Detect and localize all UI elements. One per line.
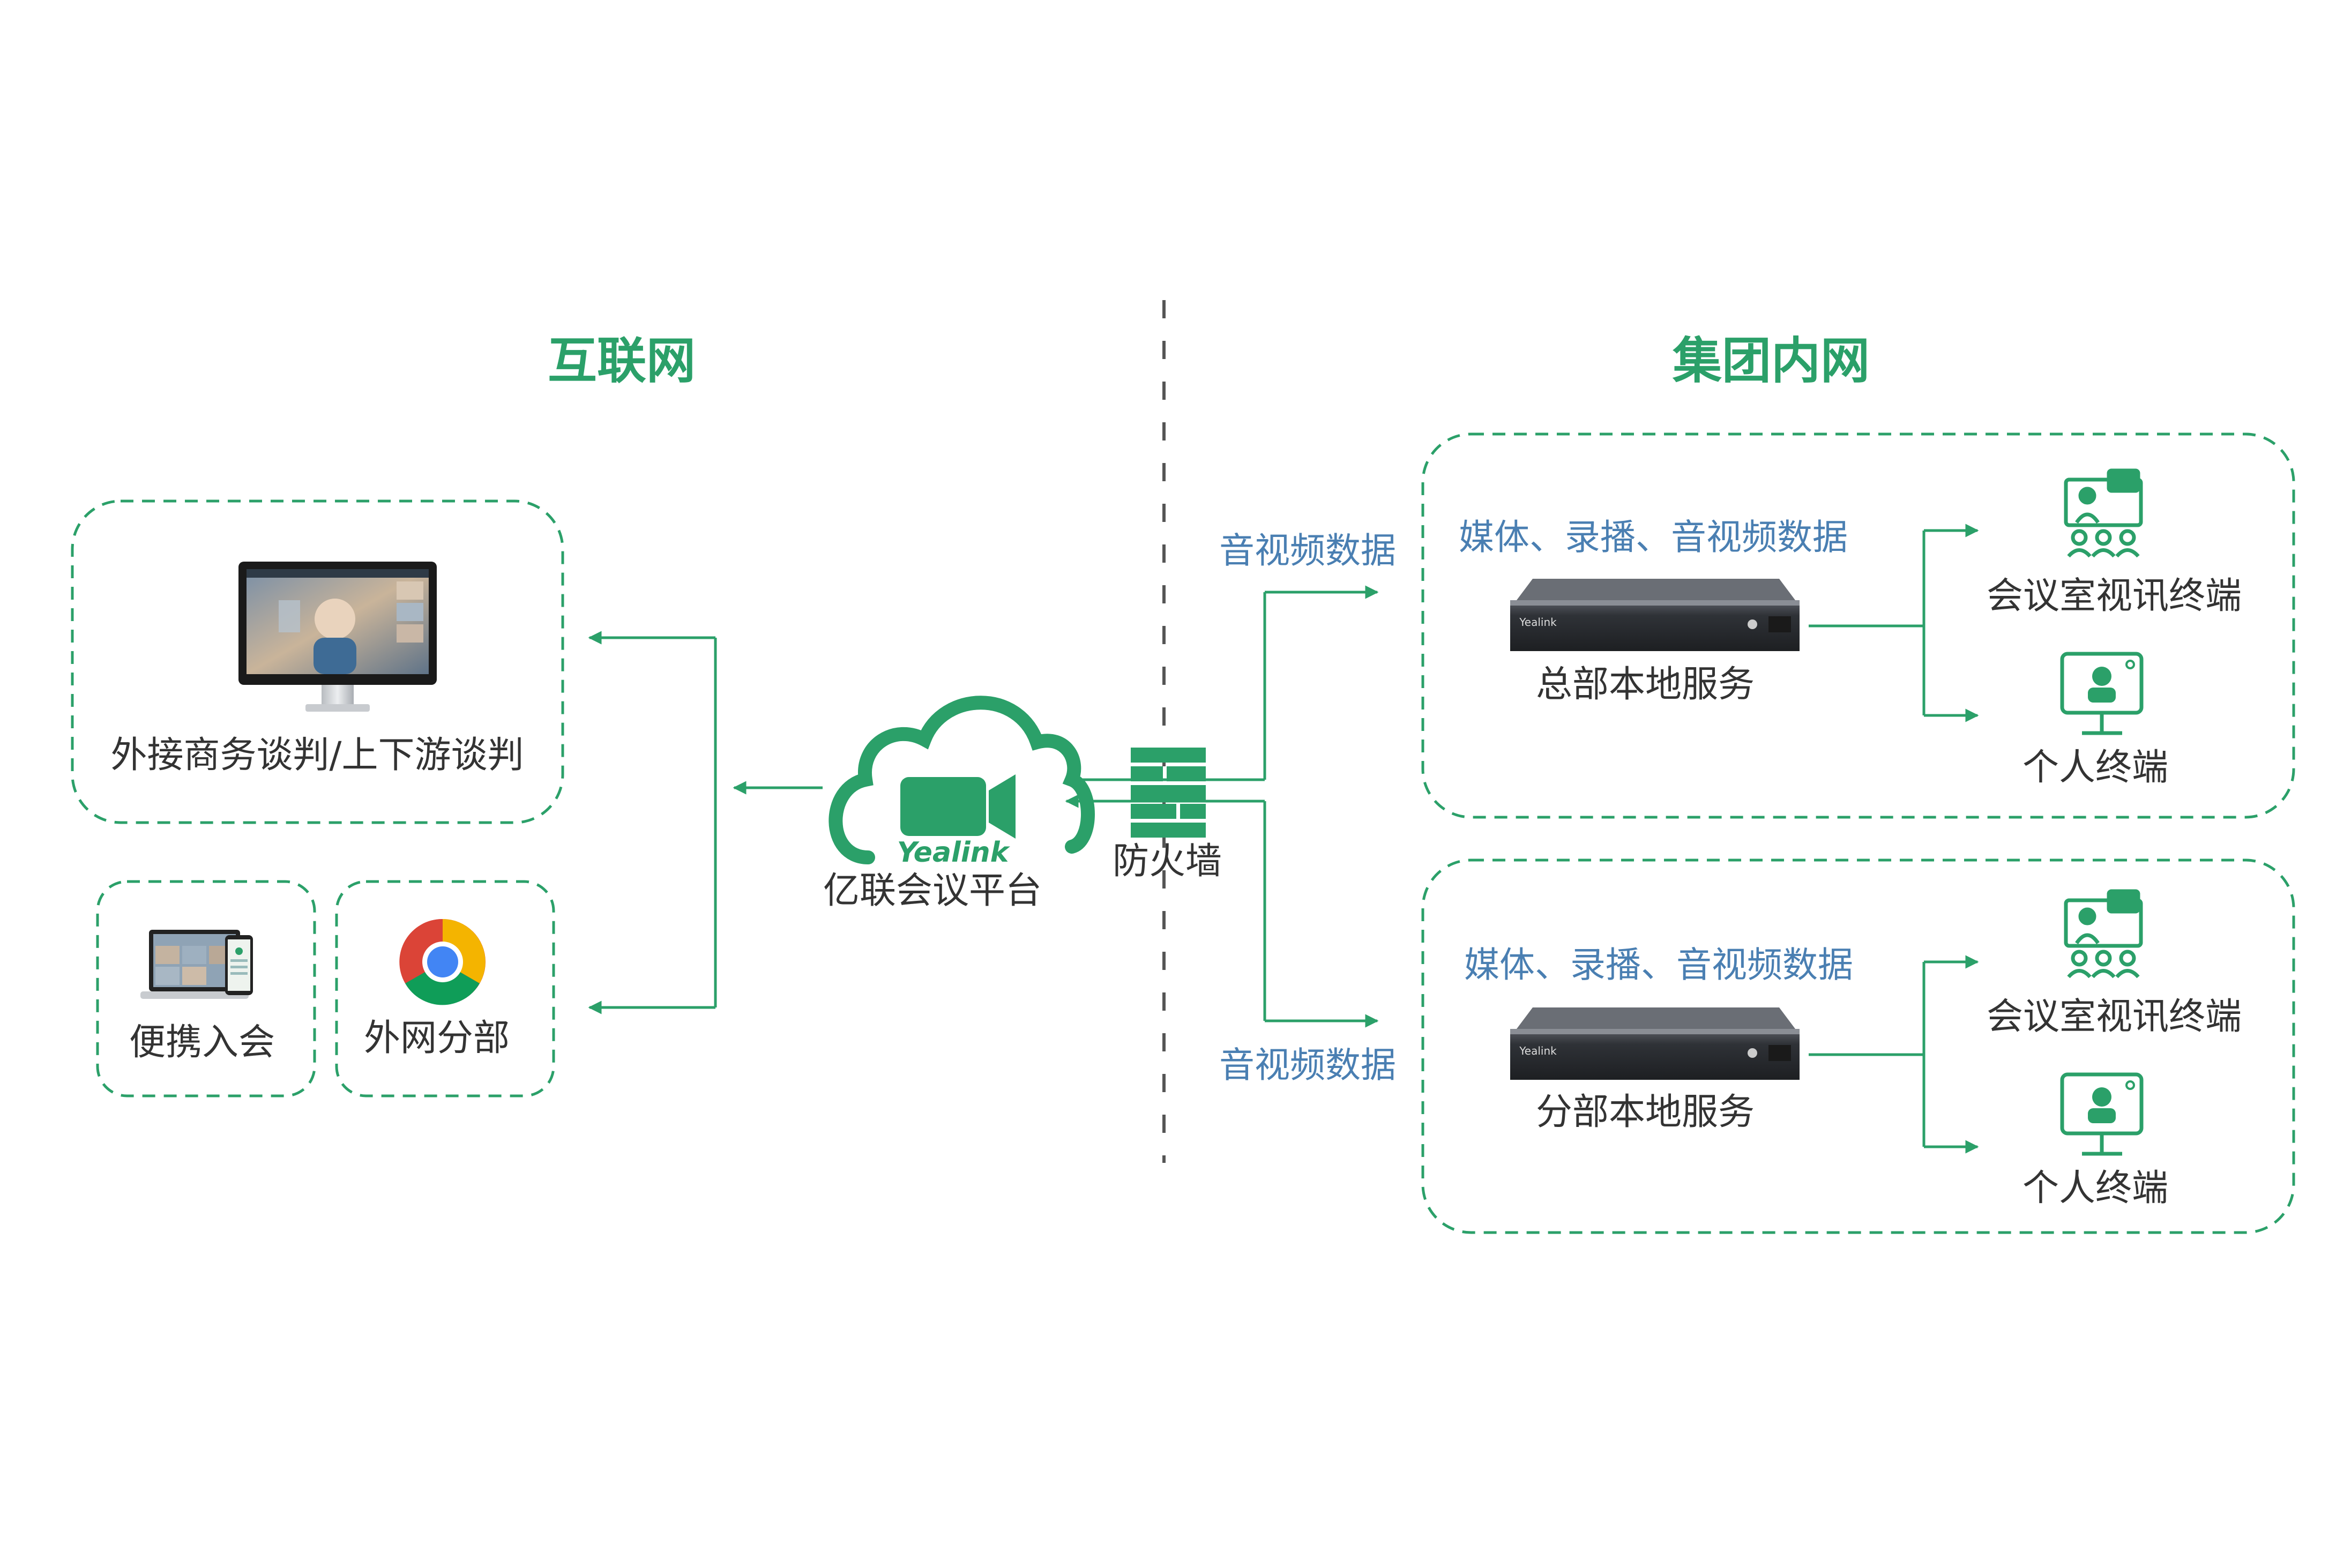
branch-personal-terminal-label: 个人终端	[2022, 1167, 2168, 1209]
cloud-brand-text: Yealink	[897, 837, 1011, 869]
laptop-phone-icon	[140, 930, 253, 999]
hq-server-icon: Yealink	[1510, 579, 1800, 651]
external-branch-label: 外网分部	[364, 1017, 510, 1059]
left-connector	[588, 631, 823, 1014]
hq-connector	[1809, 524, 1979, 722]
cloud-platform-label: 亿联会议平台	[823, 870, 1042, 912]
hq-personal-terminal-label: 个人终端	[2022, 746, 2168, 789]
desktop-monitor-icon	[238, 562, 437, 712]
hq-server-brand: Yealink	[1519, 616, 1557, 629]
top-av-data-label: 音视频数据	[1219, 530, 1396, 571]
internet-title: 互联网	[548, 332, 696, 390]
branch-server-icon: Yealink	[1510, 1007, 1800, 1080]
branch-meeting-room-terminal-icon	[2064, 889, 2143, 979]
branch-server-brand: Yealink	[1519, 1044, 1557, 1057]
mobile-join-label: 便携入会	[129, 1021, 275, 1064]
branch-server-label: 分部本地服务	[1536, 1091, 1755, 1133]
branch-connector	[1809, 955, 1979, 1154]
external-branch-box	[335, 880, 555, 1097]
hq-media-label: 媒体、录播、音视频数据	[1459, 517, 1848, 558]
firewall-connector	[1065, 585, 1379, 1028]
branch-box	[1421, 858, 2295, 1234]
hq-meeting-room-label: 会议室视讯终端	[1987, 575, 2242, 617]
mobile-join-box	[96, 880, 316, 1097]
hq-box	[1421, 432, 2295, 819]
branch-media-label: 媒体、录播、音视频数据	[1464, 944, 1853, 985]
bottom-av-data-label: 音视频数据	[1219, 1044, 1396, 1086]
hq-server-label: 总部本地服务	[1536, 663, 1755, 706]
cloud-platform-icon: Yealink	[829, 696, 1095, 869]
branch-personal-terminal-icon	[2060, 1072, 2144, 1156]
external-negotiation-box	[71, 499, 564, 824]
browser-icon	[399, 919, 486, 1005]
firewall-label: 防火墙	[1113, 840, 1222, 883]
hq-meeting-room-terminal-icon	[2064, 468, 2143, 558]
branch-meeting-room-label: 会议室视讯终端	[1987, 996, 2242, 1038]
firewall-icon	[1131, 748, 1206, 838]
intranet-title: 集团内网	[1672, 332, 1870, 390]
external-negotiation-label: 外接商务谈判/上下游谈判	[111, 734, 524, 776]
hq-personal-terminal-icon	[2060, 652, 2144, 735]
